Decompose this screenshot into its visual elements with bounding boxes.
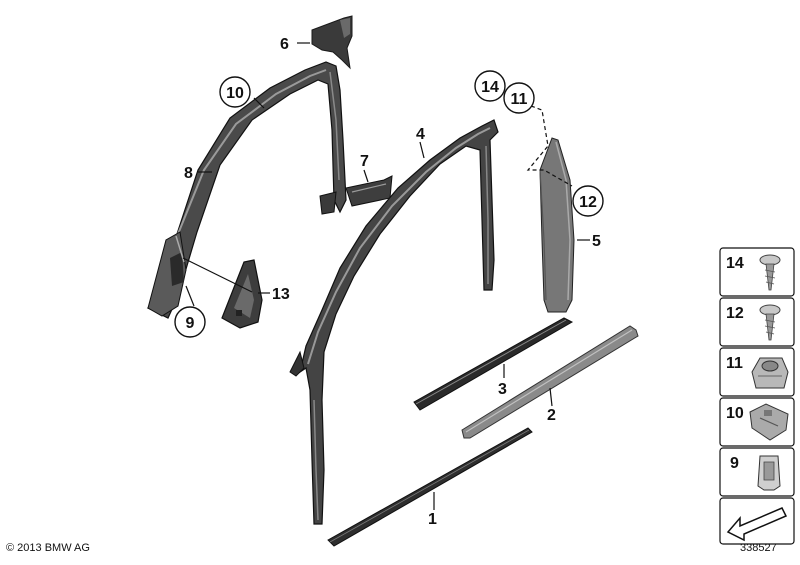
spring-clip-9-icon (757, 455, 781, 491)
callout-circle-11 (503, 82, 535, 114)
diagram-number: 338527 (740, 542, 777, 554)
part-6-corner-trim (311, 15, 353, 70)
part-4-door-frame-seal (289, 119, 499, 525)
leader-lines (182, 42, 590, 510)
part-7-bracket (345, 175, 393, 207)
screw-12-icon (759, 304, 781, 341)
legend-label-12: 12 (726, 305, 744, 322)
callout-8: 8 (184, 165, 193, 182)
copyright-text: © 2013 BMW AG (6, 542, 90, 554)
callout-11: 11 (511, 91, 528, 108)
part-13-triangle-trim (221, 259, 263, 329)
legend-label-11: 11 (726, 355, 743, 372)
clip-nut-11-icon (751, 357, 789, 389)
legend-label-10: 10 (726, 405, 744, 422)
fastener-legend: 14 12 11 10 9 (719, 247, 795, 545)
callout-1: 1 (428, 511, 437, 528)
screw-14-icon (759, 254, 781, 291)
part-3-window-channel (413, 317, 574, 411)
callout-circle-14 (474, 70, 506, 102)
legend-label-14: 14 (726, 255, 744, 272)
callout-labels: 6 10 8 7 4 14 11 12 5 13 9 3 2 1 (174, 36, 604, 528)
part-2-outer-strip (461, 325, 639, 439)
callout-9: 9 (186, 315, 195, 332)
callout-10: 10 (226, 85, 244, 102)
callout-6: 6 (280, 36, 289, 53)
callout-circle-12 (572, 185, 604, 217)
callout-5: 5 (592, 233, 601, 250)
callout-4: 4 (416, 126, 425, 143)
arrow-icon (726, 507, 788, 542)
part-9-corner-piece (147, 231, 187, 317)
clip-10-icon (749, 403, 789, 441)
callout-14: 14 (481, 79, 499, 96)
callout-circle-9 (174, 306, 206, 338)
callout-12: 12 (579, 194, 597, 211)
callout-7: 7 (360, 153, 369, 170)
callout-circle-10 (219, 76, 251, 108)
callout-13: 13 (272, 286, 290, 303)
callout-3: 3 (498, 381, 507, 398)
part-5-b-pillar-trim (539, 137, 575, 313)
callout-2: 2 (547, 407, 556, 424)
legend-label-9: 9 (730, 455, 739, 472)
part-1-lower-seal (327, 427, 533, 547)
